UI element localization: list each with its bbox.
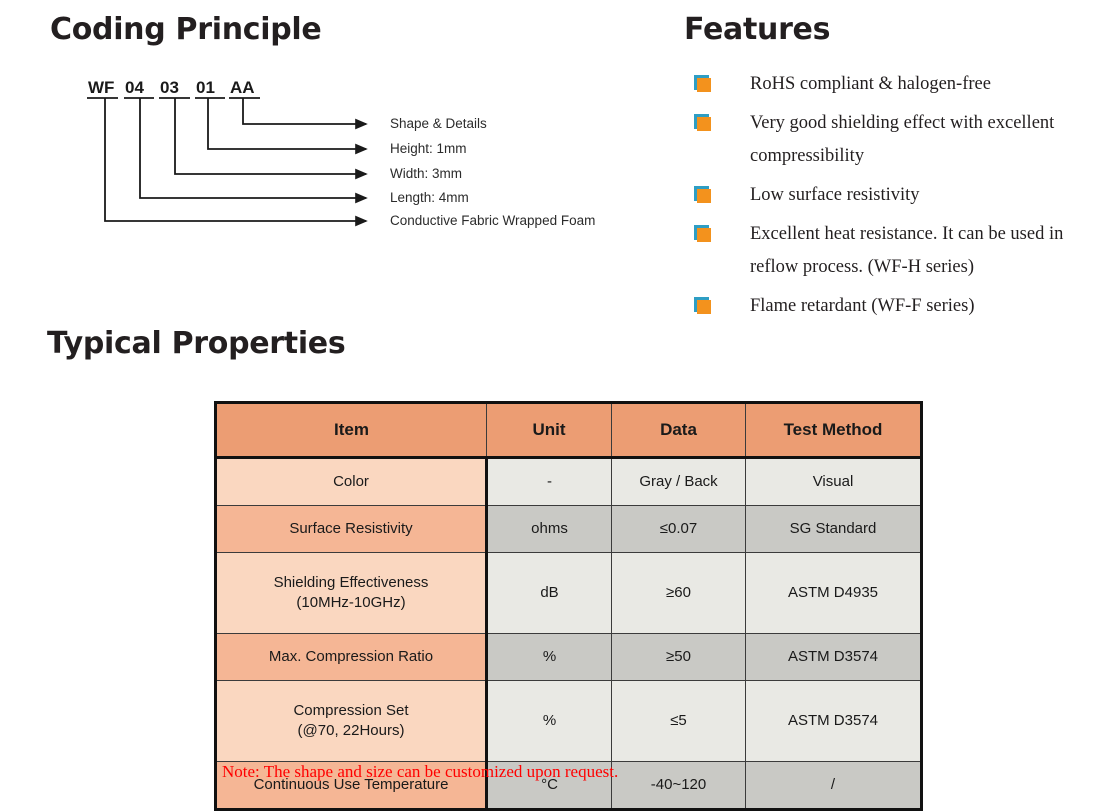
- feature-text: Very good shielding effect with excellen…: [750, 113, 1055, 166]
- page-title-typical-properties: Typical Properties: [47, 326, 346, 361]
- cell-method: SG Standard: [745, 505, 922, 553]
- feature-text: Excellent heat resistance. It can be use…: [750, 224, 1064, 277]
- coding-connector-lines: [87, 97, 368, 227]
- cell-unit: ohms: [486, 505, 612, 553]
- cell-data: ≥60: [611, 552, 746, 634]
- diagram-label-width: Width: 3mm: [390, 166, 463, 181]
- cell-item: Surface Resistivity: [215, 505, 488, 553]
- code-segment-width: 03: [160, 78, 179, 97]
- cell-unit: %: [486, 633, 612, 681]
- code-segment-shape: AA: [230, 78, 255, 97]
- page-title-features: Features: [684, 12, 831, 47]
- orange-square-bullet-icon: [694, 114, 711, 131]
- feature-item: Excellent heat resistance. It can be use…: [694, 218, 1114, 284]
- diagram-label-length: Length: 4mm: [390, 190, 469, 205]
- column-header-item: Item: [215, 402, 487, 459]
- table-row: Color - Gray / Back Visual: [215, 457, 922, 506]
- bullet-wrap: [694, 68, 750, 92]
- cell-method: ASTM D4935: [745, 552, 922, 634]
- cell-data: -40~120: [611, 761, 746, 810]
- orange-square-bullet-icon: [694, 297, 711, 314]
- orange-square-bullet-icon: [694, 186, 711, 203]
- cell-data: ≤0.07: [611, 505, 746, 553]
- bullet-wrap: [694, 218, 750, 242]
- feature-item: Flame retardant (WF-F series): [694, 290, 1114, 323]
- typical-properties-table: Item Unit Data Test Method Color - Gray …: [214, 401, 923, 811]
- feature-item: RoHS compliant & halogen-free: [694, 68, 1114, 101]
- table-row: Shielding Effectiveness (10MHz-10GHz) dB…: [215, 552, 922, 634]
- bullet-wrap: [694, 290, 750, 314]
- diagram-label-shape: Shape & Details: [390, 116, 487, 131]
- coding-principle-diagram: WF 04 03 01 AA Shape & Deta: [0, 60, 660, 240]
- column-header-test-method: Test Method: [745, 402, 922, 459]
- cell-item: Max. Compression Ratio: [215, 633, 488, 681]
- cell-unit: dB: [486, 552, 612, 634]
- table-header-row: Item Unit Data Test Method: [215, 402, 922, 459]
- cell-item: Shielding Effectiveness (10MHz-10GHz): [215, 552, 488, 634]
- features-list: RoHS compliant & halogen-free Very good …: [694, 68, 1114, 329]
- cell-unit: -: [486, 457, 612, 506]
- orange-square-bullet-icon: [694, 75, 711, 92]
- code-segment-wf: WF: [88, 78, 115, 97]
- table-row: Max. Compression Ratio % ≥50 ASTM D3574: [215, 633, 922, 681]
- feature-item: Very good shielding effect with excellen…: [694, 107, 1114, 173]
- page-title-coding-principle: Coding Principle: [50, 12, 322, 47]
- feature-text: Flame retardant (WF-F series): [750, 296, 975, 316]
- diagram-label-height: Height: 1mm: [390, 141, 467, 156]
- bullet-wrap: [694, 179, 750, 203]
- cell-item: Color: [215, 457, 488, 506]
- orange-square-bullet-icon: [694, 225, 711, 242]
- feature-text: RoHS compliant & halogen-free: [750, 74, 991, 94]
- feature-text: Low surface resistivity: [750, 185, 920, 205]
- cell-method: Visual: [745, 457, 922, 506]
- feature-item: Low surface resistivity: [694, 179, 1114, 212]
- cell-unit: %: [486, 680, 612, 762]
- code-segment-length: 04: [125, 78, 144, 97]
- column-header-unit: Unit: [486, 402, 612, 459]
- code-segment-height: 01: [196, 78, 215, 97]
- cell-data: ≥50: [611, 633, 746, 681]
- column-header-data: Data: [611, 402, 746, 459]
- cell-method: ASTM D3574: [745, 633, 922, 681]
- cell-data: ≤5: [611, 680, 746, 762]
- cell-method: ASTM D3574: [745, 680, 922, 762]
- bullet-wrap: [694, 107, 750, 131]
- cell-method: /: [745, 761, 922, 810]
- cell-data: Gray / Back: [611, 457, 746, 506]
- table-note: Note: The shape and size can be customiz…: [222, 762, 619, 781]
- table-row: Compression Set (@70, 22Hours) % ≤5 ASTM…: [215, 680, 922, 762]
- diagram-label-material: Conductive Fabric Wrapped Foam: [390, 213, 596, 228]
- cell-item: Compression Set (@70, 22Hours): [215, 680, 488, 762]
- table-row: Surface Resistivity ohms ≤0.07 SG Standa…: [215, 505, 922, 553]
